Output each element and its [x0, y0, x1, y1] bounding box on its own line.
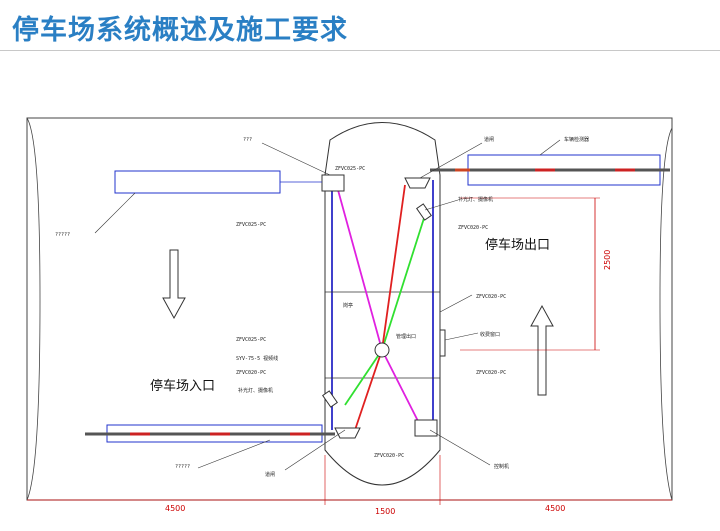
dim-vertical: 2500	[603, 250, 612, 270]
label-booth: 岗亭	[343, 302, 353, 309]
label-mgmt-exit: 管理出口	[396, 333, 416, 340]
wire-green-2	[344, 349, 383, 406]
left-road-edge	[26, 117, 41, 501]
label-cable-5: ZFVC025-PC	[236, 337, 266, 343]
label-cable-3: ZFVC020-PC	[458, 225, 488, 231]
dim-middle: 1500	[375, 507, 395, 516]
label-top-camera: ???	[243, 137, 252, 143]
camera-box-top-left	[321, 174, 345, 192]
junction-box	[374, 342, 390, 358]
label-bottom-note: ?????	[175, 464, 190, 470]
label-rs485: ZFVC020-PC	[236, 370, 266, 376]
exit-direction-arrow	[530, 304, 554, 396]
label-video-cable: SYV-75-5 视频线	[236, 355, 278, 362]
label-cable-4: ZFVC020-PC	[476, 294, 506, 300]
label-cable-2: ZFVC025-PC	[236, 222, 266, 228]
label-cable-1: ZFVC025-PC	[335, 166, 365, 172]
island-outline	[324, 122, 441, 486]
label-vehicle-detector: 车辆检测器	[564, 136, 589, 143]
right-road-edge	[659, 127, 673, 501]
barrier-top-icon	[404, 177, 431, 189]
label-exit-zone: 停车场出口	[485, 237, 550, 253]
sensor-loop-entry	[114, 170, 281, 194]
diagram-frame	[26, 117, 673, 501]
page-title: 停车场系统概述及施工要求	[12, 15, 348, 46]
label-cable-7: ZFVC020-PC	[374, 453, 404, 459]
pay-window-icon	[439, 329, 446, 357]
entry-direction-arrow	[162, 249, 186, 320]
dim-left: 4500	[165, 504, 185, 513]
fill-light-top-icon	[416, 203, 432, 221]
label-barrier-bottom: 道闸	[265, 471, 275, 478]
fill-light-bottom-icon	[322, 390, 338, 408]
label-barrier-top: 道闸	[484, 136, 494, 143]
wire-magenta-1	[337, 189, 383, 351]
dim-right: 4500	[545, 504, 565, 513]
wire-green-1	[381, 214, 426, 351]
wire-red-2	[354, 349, 383, 431]
label-pay-window: 收费窗口	[480, 331, 500, 338]
wire-red-1	[381, 184, 406, 351]
barrier-bottom-icon	[334, 427, 361, 439]
label-fill-light-bottom: 补光灯、摄像机	[238, 387, 273, 394]
wire-magenta-2	[381, 349, 421, 426]
label-entry-zone: 停车场入口	[150, 378, 215, 394]
controller-box	[414, 419, 438, 437]
label-cable-6: ZFVC020-PC	[476, 370, 506, 376]
title-divider	[0, 50, 720, 51]
label-fill-light-top: 补光灯、摄像机	[458, 196, 493, 203]
label-left-note: ?????	[55, 232, 70, 238]
label-controller: 控制机	[494, 463, 509, 470]
